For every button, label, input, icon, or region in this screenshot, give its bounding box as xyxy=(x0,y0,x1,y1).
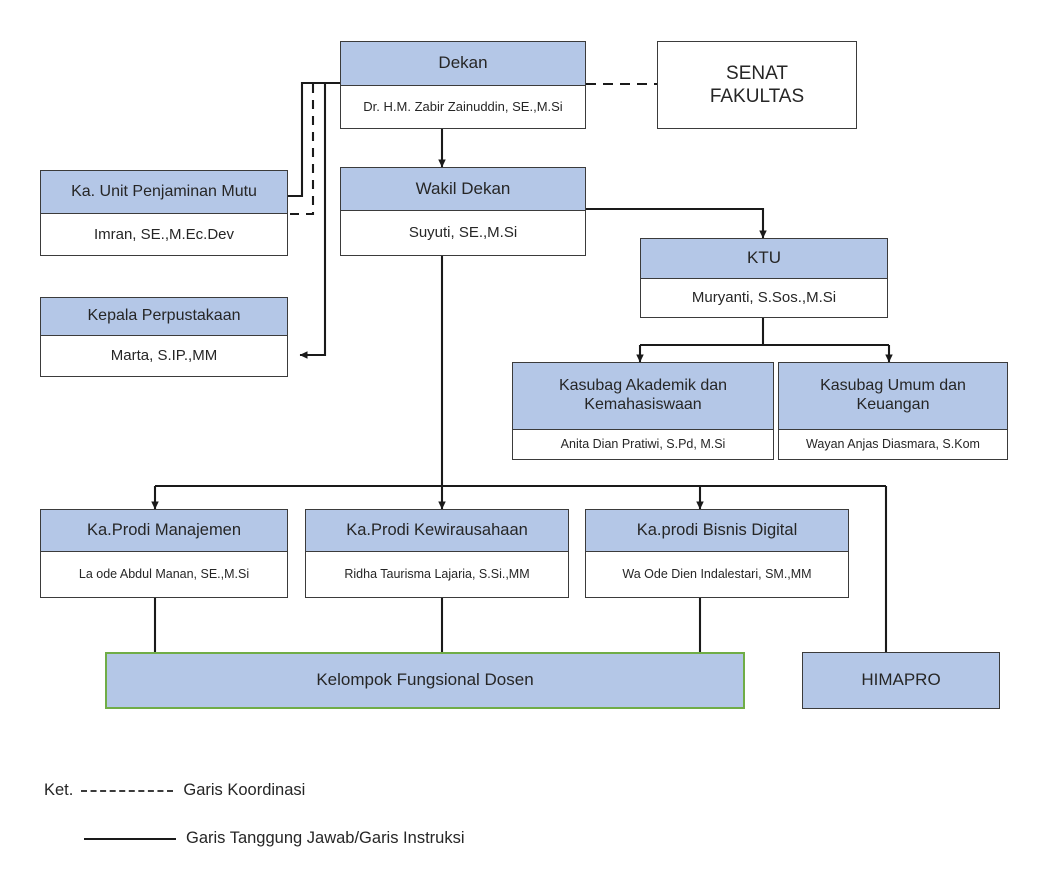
node-ktu-title: KTU xyxy=(641,239,887,279)
dashed-line-sample-icon xyxy=(81,789,174,792)
edge-wakil-ktu xyxy=(586,207,767,239)
legend-instruction: Garis Tanggung Jawab/Garis Instruksi xyxy=(84,829,465,848)
node-prodi-manajemen-name: La ode Abdul Manan, SE.,M.Si xyxy=(41,552,287,597)
node-dekan[interactable]: Dekan Dr. H.M. Zabir Zainuddin, SE.,M.Si xyxy=(340,41,586,129)
node-senat-fakultas[interactable]: SENAT FAKULTAS xyxy=(657,41,857,129)
node-kasubag-akademik-name: Anita Dian Pratiwi, S.Pd, M.Si xyxy=(513,430,773,459)
node-dekan-title: Dekan xyxy=(341,42,585,86)
node-himapro[interactable]: HIMAPRO xyxy=(802,652,1000,709)
node-senat-fakultas-label: SENAT FAKULTAS xyxy=(658,42,856,128)
solid-line-sample-icon xyxy=(84,837,176,840)
node-kepala-perpustakaan[interactable]: Kepala Perpustakaan Marta, S.IP.,MM xyxy=(40,297,288,377)
node-wakil-dekan[interactable]: Wakil Dekan Suyuti, SE.,M.Si xyxy=(340,167,586,256)
node-ka-unit-penjaminan-mutu[interactable]: Ka. Unit Penjaminan Mutu Imran, SE.,M.Ec… xyxy=(40,170,288,256)
node-prodi-bisnis-digital[interactable]: Ka.prodi Bisnis Digital Wa Ode Dien Inda… xyxy=(585,509,849,598)
node-prodi-bisnis-digital-name: Wa Ode Dien Indalestari, SM.,MM xyxy=(586,552,848,597)
edge-dekan-mutu-solid xyxy=(288,81,340,198)
legend-coordination: Ket. Garis Koordinasi xyxy=(44,781,305,800)
legend-instruction-label: Garis Tanggung Jawab/Garis Instruksi xyxy=(186,829,465,847)
node-perpustakaan-title: Kepala Perpustakaan xyxy=(41,298,287,336)
node-perpustakaan-name: Marta, S.IP.,MM xyxy=(41,336,287,376)
node-mutu-name: Imran, SE.,M.Ec.Dev xyxy=(41,214,287,255)
edge-dekan-mutu-dashed xyxy=(286,84,315,216)
node-prodi-kewirausahaan-title: Ka.Prodi Kewirausahaan xyxy=(306,510,568,552)
node-mutu-title: Ka. Unit Penjaminan Mutu xyxy=(41,171,287,214)
node-ktu[interactable]: KTU Muryanti, S.Sos.,M.Si xyxy=(640,238,888,318)
legend-lead: Ket. xyxy=(44,781,74,799)
node-prodi-manajemen-title: Ka.Prodi Manajemen xyxy=(41,510,287,552)
node-kasubag-akademik[interactable]: Kasubag Akademik dan Kemahasiswaan Anita… xyxy=(512,362,774,460)
node-wakil-name: Suyuti, SE.,M.Si xyxy=(341,211,585,255)
node-kasubag-umum-title: Kasubag Umum dan Keuangan xyxy=(779,363,1007,430)
node-kasubag-umum-name: Wayan Anjas Diasmara, S.Kom xyxy=(779,430,1007,459)
node-kasubag-akademik-title: Kasubag Akademik dan Kemahasiswaan xyxy=(513,363,773,430)
edge-dekan-perpustakaan xyxy=(299,83,327,359)
node-dekan-name: Dr. H.M. Zabir Zainuddin, SE.,M.Si xyxy=(341,86,585,128)
node-kelompok-fungsional-dosen[interactable]: Kelompok Fungsional Dosen xyxy=(105,652,745,709)
node-kasubag-umum[interactable]: Kasubag Umum dan Keuangan Wayan Anjas Di… xyxy=(778,362,1008,460)
node-senat-line1: SENAT xyxy=(726,62,788,84)
node-prodi-kewirausahaan[interactable]: Ka.Prodi Kewirausahaan Ridha Taurisma La… xyxy=(305,509,569,598)
node-kelompok-fungsional-dosen-label: Kelompok Fungsional Dosen xyxy=(107,654,743,707)
node-senat-line2: FAKULTAS xyxy=(709,86,805,107)
node-prodi-manajemen[interactable]: Ka.Prodi Manajemen La ode Abdul Manan, S… xyxy=(40,509,288,598)
legend-coordination-label: Garis Koordinasi xyxy=(183,781,306,799)
node-himapro-label: HIMAPRO xyxy=(803,653,999,708)
node-prodi-kewirausahaan-name: Ridha Taurisma Lajaria, S.Si.,MM xyxy=(306,552,568,597)
node-prodi-bisnis-digital-title: Ka.prodi Bisnis Digital xyxy=(586,510,848,552)
node-wakil-title: Wakil Dekan xyxy=(341,168,585,211)
node-ktu-name: Muryanti, S.Sos.,M.Si xyxy=(641,279,887,317)
